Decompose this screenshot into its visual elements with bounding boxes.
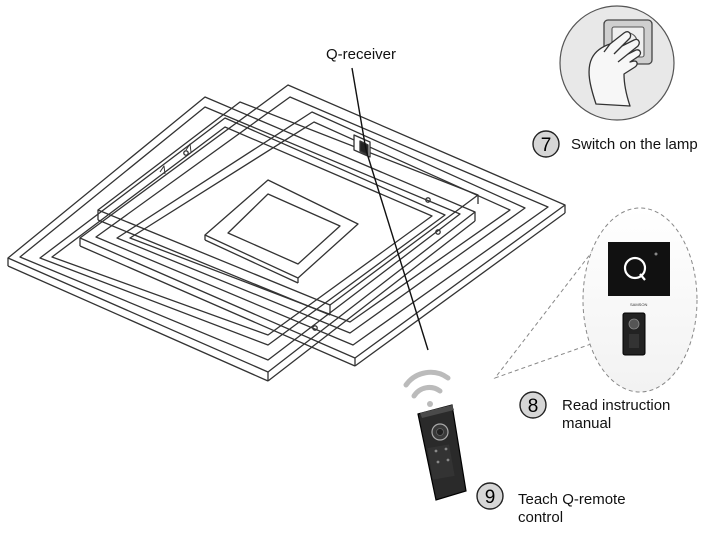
remote-control-icon (417, 404, 467, 501)
hand-icon (588, 31, 642, 107)
step-7-marker: 7 (532, 130, 560, 158)
step-9-marker: 9 (476, 482, 504, 510)
step-9-text: Teach Q-remote control (518, 491, 626, 526)
ceiling-lamp (7, 84, 566, 382)
step-8-text: Read instruction manual (562, 397, 671, 432)
step-7-text: Switch on the lamp (571, 136, 698, 153)
mounting-plate (97, 101, 479, 331)
q-receiver-label: Q-receiver (326, 46, 397, 63)
step-9-number: 9 (485, 487, 496, 508)
lamp-frame-back (79, 84, 566, 367)
manual-remote-image (622, 312, 646, 356)
switch-illustration (559, 5, 675, 121)
step-8-number: 8 (528, 396, 539, 417)
lamp-center-panel (204, 179, 359, 284)
manual-brand-text: SAMSON (630, 302, 647, 307)
wifi-signal-icon (403, 369, 451, 407)
receiver-pointer (351, 67, 429, 351)
step-8-marker: 8 (519, 391, 547, 419)
manual-zoom-callout: SAMSON (493, 207, 698, 393)
step-7-number: 7 (541, 135, 552, 156)
manual-cover: SAMSON (608, 242, 670, 356)
lamp-frame-front (7, 96, 476, 382)
frame-markings (159, 143, 192, 175)
